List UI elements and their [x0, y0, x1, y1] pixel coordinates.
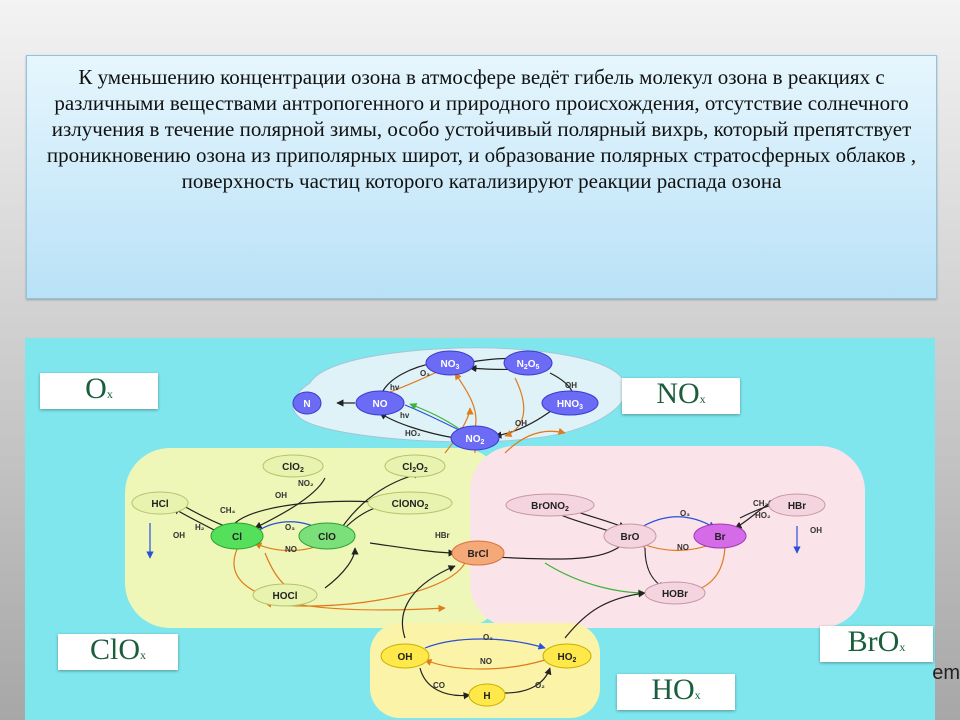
nox-family-label: NOx: [622, 378, 740, 414]
node-hocl-label: HOCl: [273, 591, 298, 602]
node-no2-label: NO2: [466, 434, 485, 446]
node-cl2o2: [384, 454, 446, 478]
annotation-h2: H₂: [195, 523, 205, 532]
node-n-label: N: [303, 399, 310, 410]
annotation-o3-4: O₃: [483, 633, 493, 642]
node-hno3-label: HNO3: [557, 399, 583, 411]
node-ho2-label: HO2: [558, 652, 577, 664]
annotation-hv-2: hv: [400, 411, 410, 420]
node-oh: [380, 643, 430, 669]
node-hobr-label: HOBr: [662, 589, 688, 600]
node-clono2: [367, 491, 453, 515]
text-panel: К уменьшению концентрации озона в атмосф…: [26, 55, 937, 299]
clox-family-label: ClOx: [58, 634, 178, 670]
node-cl: [210, 522, 264, 550]
node-cl2o2-label: Cl2O2: [402, 462, 428, 474]
annotation-o3-2: O₃: [285, 523, 295, 532]
node-ho2: [542, 643, 592, 669]
annotation-no2: NO₂: [298, 479, 314, 488]
annotation-oh-1: OH: [565, 381, 577, 390]
brox-family-label: BrOx: [820, 626, 933, 662]
node-no3: [425, 350, 475, 376]
node-br-label: Br: [714, 532, 725, 543]
node-brcl: [451, 540, 505, 566]
node-oh-label: OH: [398, 652, 413, 663]
node-clo2: [262, 454, 324, 478]
annotation-no-2: NO: [677, 543, 689, 552]
node-hno3: [541, 390, 599, 416]
node-hcl-label: HCl: [151, 499, 168, 510]
node-hocl: [252, 583, 318, 607]
annotation-o3-1: O₃: [420, 369, 430, 378]
node-no: [355, 390, 405, 416]
annotation-ch2o: CH₂O: [753, 499, 774, 508]
node-clo-label: ClO: [318, 532, 336, 543]
node-h: [468, 683, 506, 707]
annotation-co: CO: [433, 681, 445, 690]
annotation-oh-5: OH: [810, 526, 822, 535]
node-clo2-label: ClO2: [282, 462, 304, 474]
node-n2o5: [503, 350, 553, 376]
ozone-chemistry-diagram: hv hv O₃ OH OH HO₂ OH CH₄ H₂ OH O₃ NO NO…: [25, 338, 935, 720]
node-no2: [450, 425, 500, 451]
node-hbr: [768, 493, 826, 517]
node-hobr: [644, 581, 706, 605]
node-bro-label: BrO: [621, 532, 640, 543]
node-cl-label: Cl: [232, 532, 242, 543]
annotation-hv-1: hv: [390, 383, 400, 392]
node-brono2-label: BrONO2: [531, 501, 569, 513]
node-brcl-label: BrCl: [467, 549, 488, 560]
annotation-oh-2: OH: [515, 419, 527, 428]
annotation-o3-3: O₃: [680, 509, 690, 518]
node-h-label: H: [483, 691, 490, 702]
annotation-ch4: CH₄: [220, 506, 236, 515]
node-n2o5-label: N2O5: [517, 359, 540, 371]
ox-family-label: Ox: [40, 373, 158, 409]
node-clo: [298, 522, 356, 550]
hox-family-label: HOx: [617, 674, 735, 710]
node-brono2: [505, 493, 595, 517]
annotation-no: NO: [285, 545, 297, 554]
annotation-ho2-1: HO₂: [405, 429, 421, 438]
annotation-no-3: NO: [480, 657, 492, 666]
node-no3-label: NO3: [441, 359, 460, 371]
annotation-hbr: HBr: [435, 531, 450, 540]
brox-region: [470, 446, 865, 628]
node-no-label: NO: [373, 399, 388, 410]
annotation-ho2-2: HO₂: [755, 511, 771, 520]
edge-text-fragment: em: [932, 662, 960, 684]
node-bro: [603, 523, 657, 549]
node-hcl: [131, 491, 189, 515]
annotation-oh-3: OH: [275, 491, 287, 500]
node-clono2-label: ClONO2: [392, 499, 429, 511]
ozone-depletion-paragraph: К уменьшению концентрации озона в атмосф…: [46, 65, 917, 193]
annotation-o2: O₂: [535, 681, 545, 690]
annotation-oh-4: OH: [173, 531, 185, 540]
node-hbr-label: HBr: [788, 501, 806, 512]
node-n: [292, 391, 322, 415]
node-br: [693, 523, 747, 549]
